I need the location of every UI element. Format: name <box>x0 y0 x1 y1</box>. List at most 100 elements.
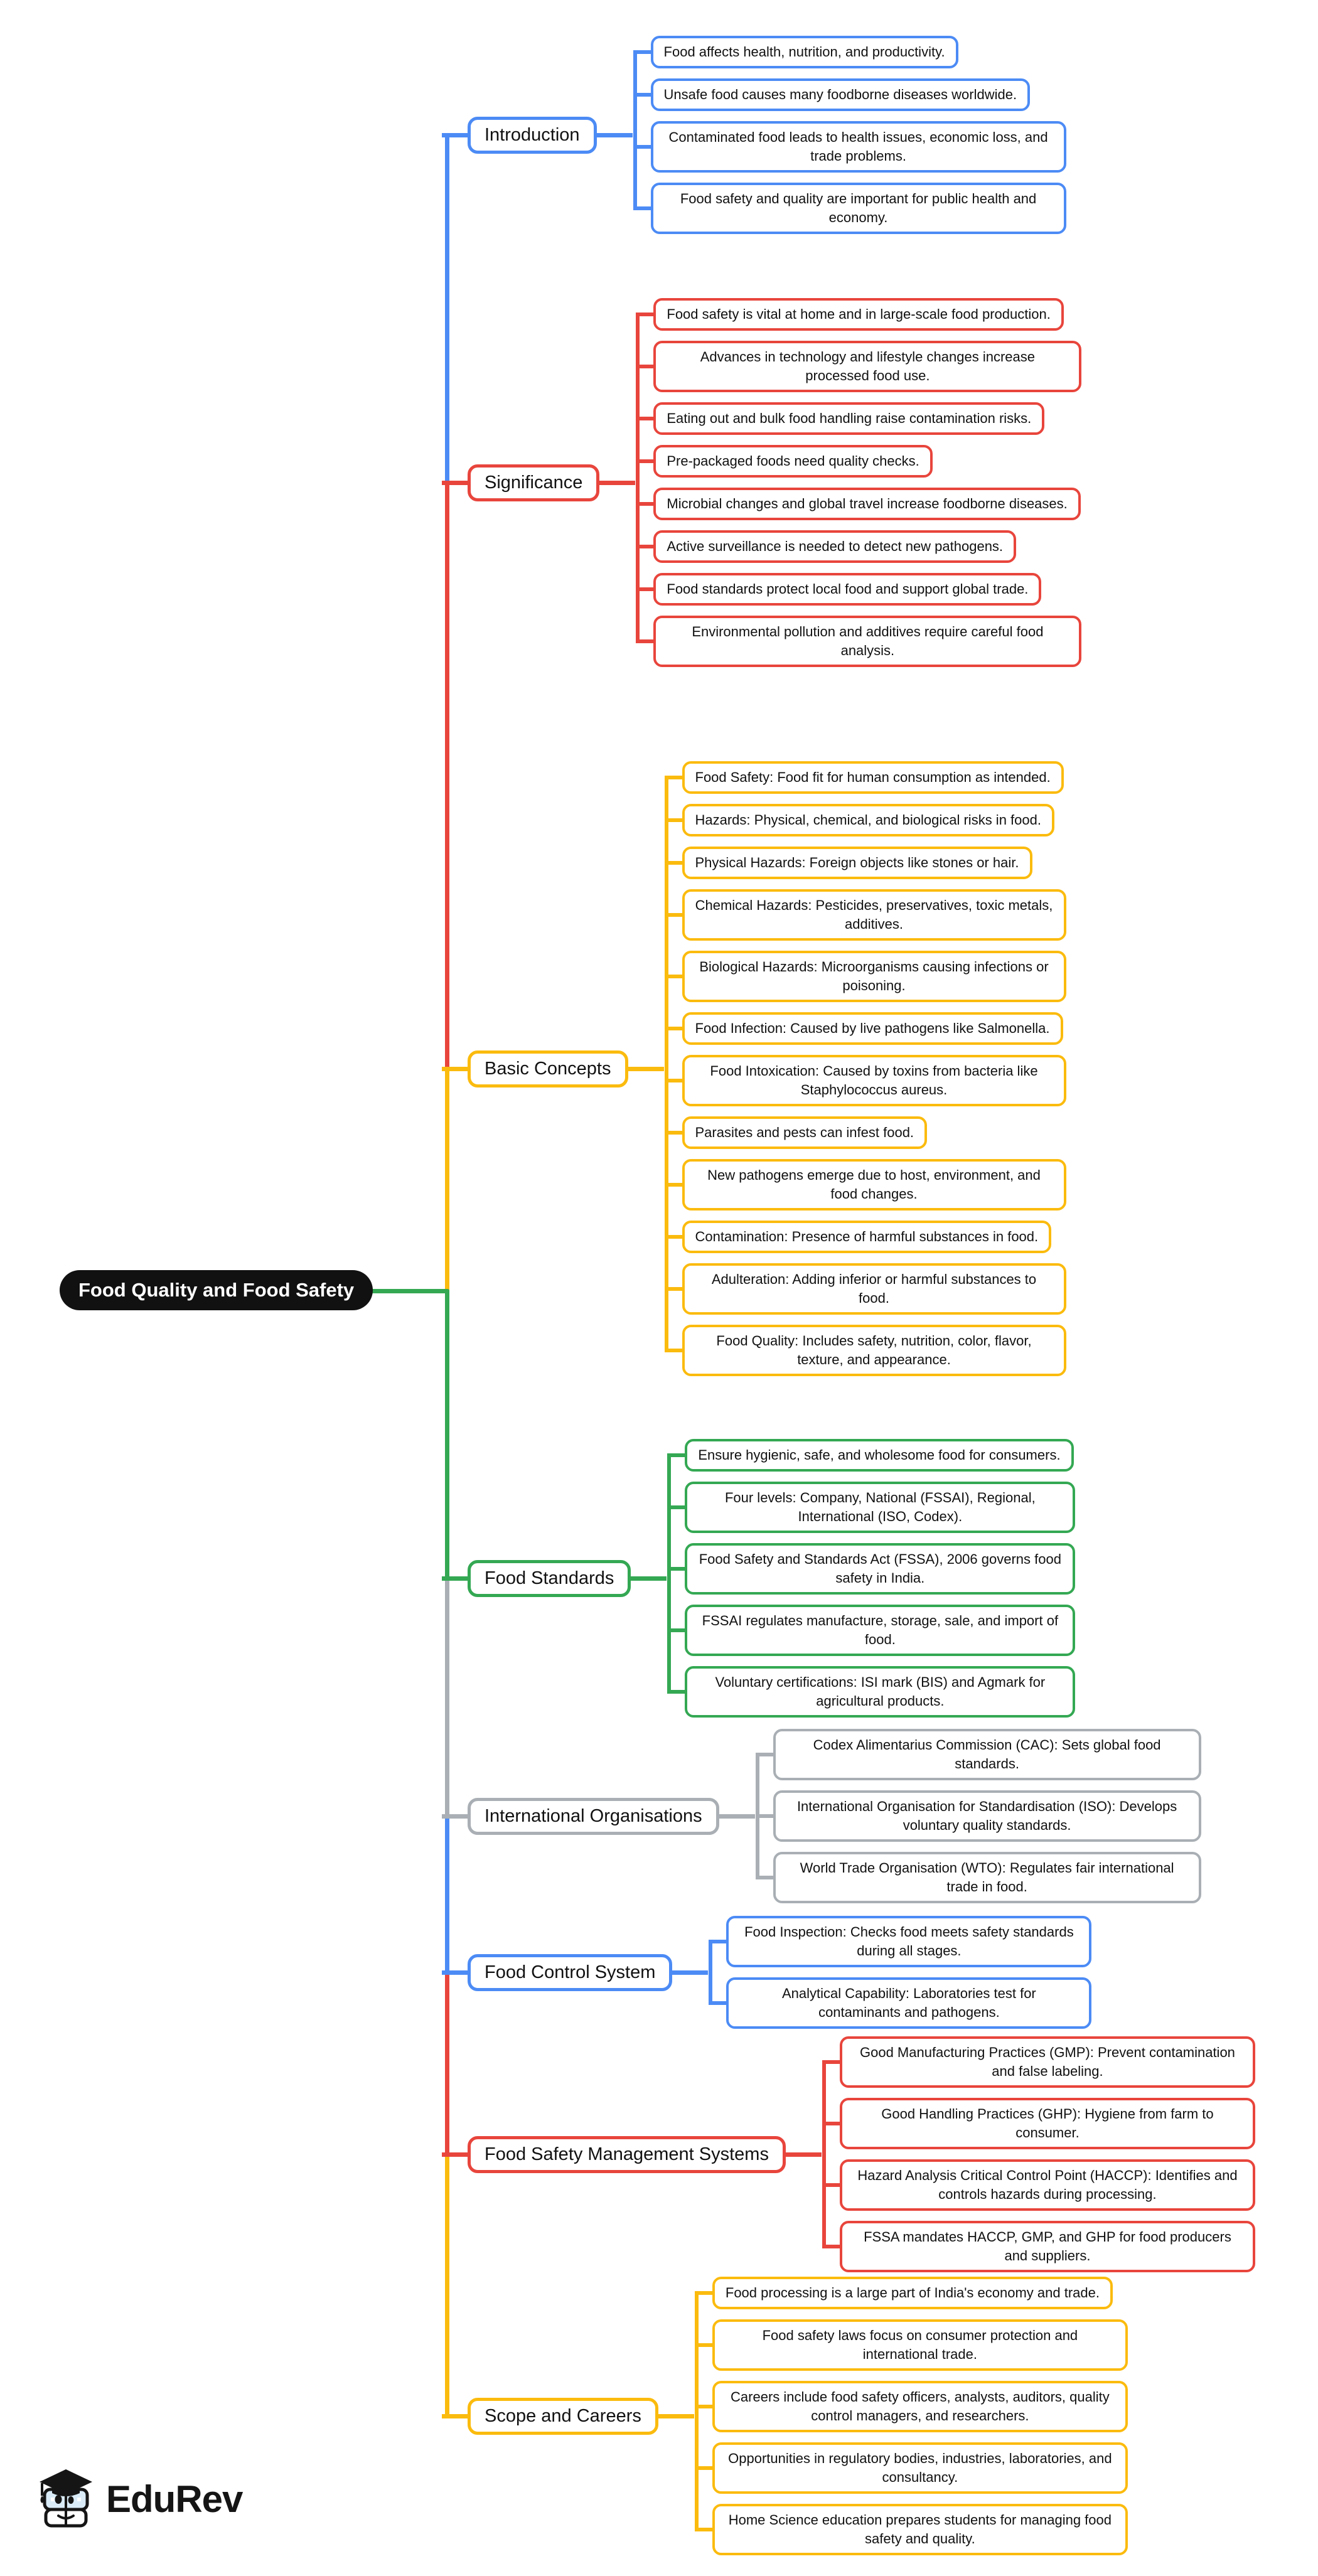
list-item: Environmental pollution and additives re… <box>636 611 1082 672</box>
topic-box: Food safety is vital at home and in larg… <box>653 298 1064 331</box>
topic-box: Home Science education prepares students… <box>712 2504 1128 2555</box>
branch-children-scope-and-careers: Food processing is a large part of India… <box>694 2272 1128 2560</box>
list-item: New pathogens emerge due to host, enviro… <box>664 1154 1066 1216</box>
trunk-segment-scope-careers <box>445 2152 449 2418</box>
branch-node-introduction: Introduction <box>442 116 632 154</box>
list-item: Home Science education prepares students… <box>694 2499 1128 2560</box>
branch-children-introduction: Food affects health, nutrition, and prod… <box>633 31 1066 239</box>
list-item: Advances in technology and lifestyle cha… <box>636 336 1082 397</box>
list-item: Food Safety: Food fit for human consumpt… <box>664 756 1066 799</box>
topic-box: Active surveillance is needed to detect … <box>653 530 1017 563</box>
list-item: FSSA mandates HACCP, GMP, and GHP for fo… <box>822 2216 1255 2277</box>
branch-children-food-control-system: Food Inspection: Checks food meets safet… <box>709 1911 1092 2034</box>
list-item: Good Handling Practices (GHP): Hygiene f… <box>822 2093 1255 2154</box>
topic-box: FSSAI regulates manufacture, storage, sa… <box>685 1605 1076 1656</box>
edurev-mascot-icon <box>35 2463 97 2535</box>
list-item: Good Manufacturing Practices (GMP): Prev… <box>822 2031 1255 2093</box>
topic-box: Opportunities in regulatory bodies, indu… <box>712 2442 1128 2494</box>
edurev-logo-text: EduRev <box>106 2478 243 2520</box>
topic-box: Codex Alimentarius Commission (CAC): Set… <box>773 1729 1201 1780</box>
topic-box: Food Infection: Caused by live pathogens… <box>682 1012 1063 1045</box>
branch-node-international-organisations: International Organisations <box>442 1797 755 1835</box>
list-item: Food safety is vital at home and in larg… <box>636 293 1081 336</box>
topic-box: Analytical Capability: Laboratories test… <box>726 1977 1092 2029</box>
branch-basic-concepts: Basic Concepts Food Safety: Food fit for… <box>442 715 1066 1422</box>
branch-node-basic-concepts: Basic Concepts <box>442 1050 663 1088</box>
list-item: Food Intoxication: Caused by toxins from… <box>664 1050 1066 1111</box>
branch-node-food-control-system: Food Control System <box>441 1953 709 1991</box>
edurev-logo: EduRev <box>35 2463 243 2535</box>
list-item: Eating out and bulk food handling raise … <box>636 397 1081 440</box>
list-item: Ensure hygienic, safe, and wholesome foo… <box>667 1434 1075 1477</box>
branch-food-standards: Food Standards Ensure hygienic, safe, an… <box>441 1432 1076 1724</box>
trunk-segment-food-safety-management <box>445 1970 449 2157</box>
list-item: Food safety laws focus on consumer prote… <box>694 2314 1128 2376</box>
topic-box: Food safety and quality are important fo… <box>650 183 1066 234</box>
topic-box: Careers include food safety officers, an… <box>712 2381 1128 2432</box>
topic-box: Four levels: Company, National (FSSAI), … <box>685 1482 1076 1533</box>
topic-box: Ensure hygienic, safe, and wholesome foo… <box>685 1439 1074 1472</box>
list-item: Food Inspection: Checks food meets safet… <box>709 1911 1092 1972</box>
list-item: Analytical Capability: Laboratories test… <box>709 1972 1092 2034</box>
topic-box: Food Quality: Includes safety, nutrition… <box>682 1325 1066 1376</box>
trunk-segment-basic-concepts <box>445 1067 449 1293</box>
topic-box: Food Safety and Standards Act (FSSA), 20… <box>685 1543 1076 1595</box>
topic-box: Contaminated food leads to health issues… <box>650 121 1066 173</box>
list-item: Chemical Hazards: Pesticides, preservati… <box>664 884 1066 946</box>
topic-box: Hazards: Physical, chemical, and biologi… <box>682 804 1054 836</box>
topic-box: Unsafe food causes many foodborne diseas… <box>650 78 1031 111</box>
list-item: Food Quality: Includes safety, nutrition… <box>664 1320 1066 1381</box>
topic-box: Food Intoxication: Caused by toxins from… <box>682 1055 1066 1106</box>
list-item: Contaminated food leads to health issues… <box>633 116 1066 178</box>
branch-significance: Significance Food safety is vital at hom… <box>441 254 1082 711</box>
list-item: Pre-packaged foods need quality checks. <box>636 440 1081 483</box>
list-item: Food processing is a large part of India… <box>694 2272 1128 2314</box>
list-item: Careers include food safety officers, an… <box>694 2376 1128 2437</box>
branch-node-food-standards: Food Standards <box>441 1559 667 1597</box>
list-item: Four levels: Company, National (FSSAI), … <box>667 1477 1076 1538</box>
branch-introduction: Introduction Food affects health, nutrit… <box>442 25 1066 245</box>
list-item: Food affects health, nutrition, and prod… <box>633 31 1066 73</box>
list-item: Active surveillance is needed to detect … <box>636 525 1081 568</box>
list-item: Food Infection: Caused by live pathogens… <box>664 1007 1066 1050</box>
topic-box: Food affects health, nutrition, and prod… <box>650 36 958 68</box>
list-item: Hazard Analysis Critical Control Point (… <box>822 2154 1255 2216</box>
branch-children-food-safety-management-systems: Good Manufacturing Practices (GMP): Prev… <box>822 2031 1255 2277</box>
topic-box: Hazard Analysis Critical Control Point (… <box>839 2159 1255 2211</box>
trunk-segment-international-organisations <box>445 1576 449 1819</box>
branch-children-basic-concepts: Food Safety: Food fit for human consumpt… <box>664 756 1066 1381</box>
topic-box: Physical Hazards: Foreign objects like s… <box>682 847 1032 879</box>
topic-box: FSSA mandates HACCP, GMP, and GHP for fo… <box>839 2221 1255 2272</box>
branch-children-significance: Food safety is vital at home and in larg… <box>636 293 1082 672</box>
branch-food-control-system: Food Control System Food Inspection: Che… <box>441 1905 1092 2039</box>
list-item: Microbial changes and global travel incr… <box>636 483 1081 525</box>
trunk-segment-food-standards <box>445 1289 449 1581</box>
list-item: Food safety and quality are important fo… <box>633 178 1066 239</box>
topic-box: Good Manufacturing Practices (GMP): Prev… <box>839 2036 1255 2088</box>
list-item: Biological Hazards: Microorganisms causi… <box>664 946 1066 1007</box>
list-item: Parasites and pests can infest food. <box>664 1111 1066 1154</box>
list-item: Codex Alimentarius Commission (CAC): Set… <box>755 1724 1201 1785</box>
trunk-segment-significance <box>445 481 449 1071</box>
list-item: World Trade Organisation (WTO): Regulate… <box>755 1847 1201 1908</box>
topic-box: Food standards protect local food and su… <box>653 573 1042 606</box>
list-item: International Organisation for Standardi… <box>755 1785 1201 1847</box>
trunk-segment-food-control-system <box>445 1814 449 1975</box>
branch-international-organisations: International Organisations Codex Alimen… <box>442 1724 1201 1908</box>
branch-scope-and-careers: Scope and Careers Food processing is a l… <box>442 2265 1128 2567</box>
topic-box: Contamination: Presence of harmful subst… <box>682 1221 1052 1253</box>
topic-box: Food Inspection: Checks food meets safet… <box>726 1916 1092 1967</box>
list-item: Adulteration: Adding inferior or harmful… <box>664 1258 1066 1320</box>
topic-box: Chemical Hazards: Pesticides, preservati… <box>682 889 1066 941</box>
topic-box: Biological Hazards: Microorganisms causi… <box>682 951 1066 1002</box>
topic-box: International Organisation for Standardi… <box>773 1790 1201 1842</box>
branch-children-international-organisations: Codex Alimentarius Commission (CAC): Set… <box>755 1724 1201 1908</box>
topic-box: Food safety laws focus on consumer prote… <box>712 2319 1128 2371</box>
topic-box: Microbial changes and global travel incr… <box>653 488 1081 520</box>
list-item: Food Safety and Standards Act (FSSA), 20… <box>667 1538 1076 1600</box>
topic-box: World Trade Organisation (WTO): Regulate… <box>773 1852 1201 1903</box>
branch-node-significance: Significance <box>441 464 636 501</box>
topic-box: Good Handling Practices (GHP): Hygiene f… <box>839 2098 1255 2149</box>
list-item: Physical Hazards: Foreign objects like s… <box>664 842 1066 884</box>
branch-node-food-safety-management-systems: Food Safety Management Systems <box>442 2135 822 2173</box>
